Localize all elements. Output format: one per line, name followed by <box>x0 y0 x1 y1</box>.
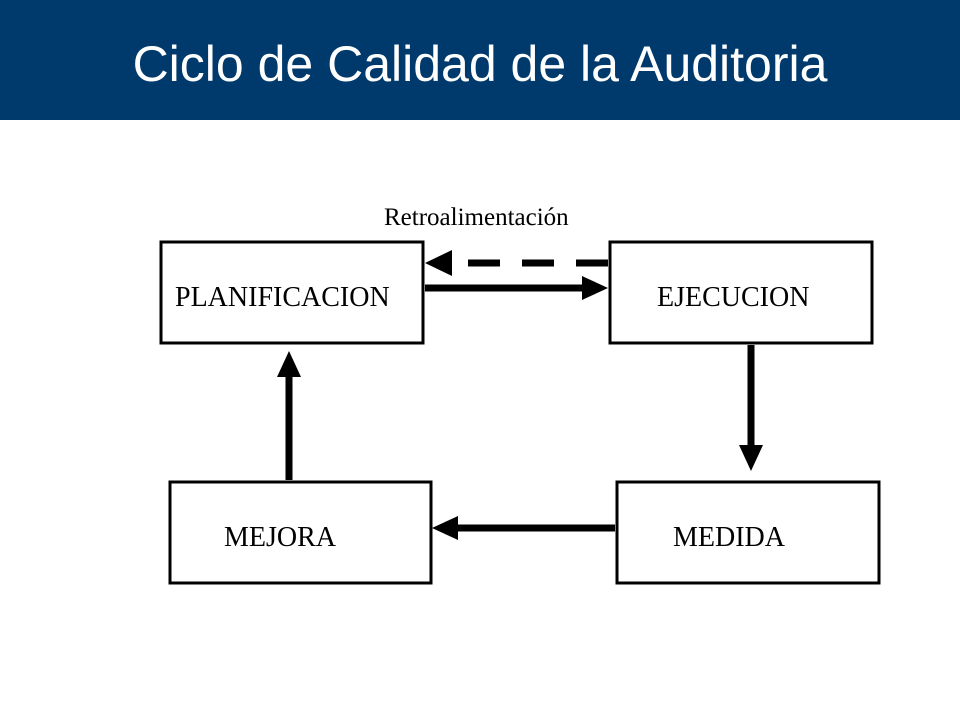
edge-ejecucion-to-planificacion-feedback <box>425 250 608 276</box>
title-bar <box>0 0 960 120</box>
feedback-label: Retroalimentación <box>384 204 569 231</box>
node-mejora-label: MEJORA <box>224 522 337 553</box>
edge-ejecucion-to-medida <box>739 345 763 471</box>
node-medida-box <box>615 480 881 585</box>
node-ejecucion-box <box>608 240 874 345</box>
node-planificacion-box <box>159 240 425 345</box>
page-title: Ciclo de Calidad de la Auditoria <box>132 36 828 92</box>
edge-medida-to-mejora <box>432 516 615 540</box>
edge-mejora-to-planificacion <box>277 351 301 480</box>
node-mejora-box <box>168 480 433 585</box>
edge-planificacion-to-ejecucion <box>425 276 608 300</box>
node-ejecucion-label: EJECUCION <box>657 282 809 313</box>
node-medida-label: MEDIDA <box>673 522 786 553</box>
node-planificacion-label: PLANIFICACION <box>175 282 390 313</box>
